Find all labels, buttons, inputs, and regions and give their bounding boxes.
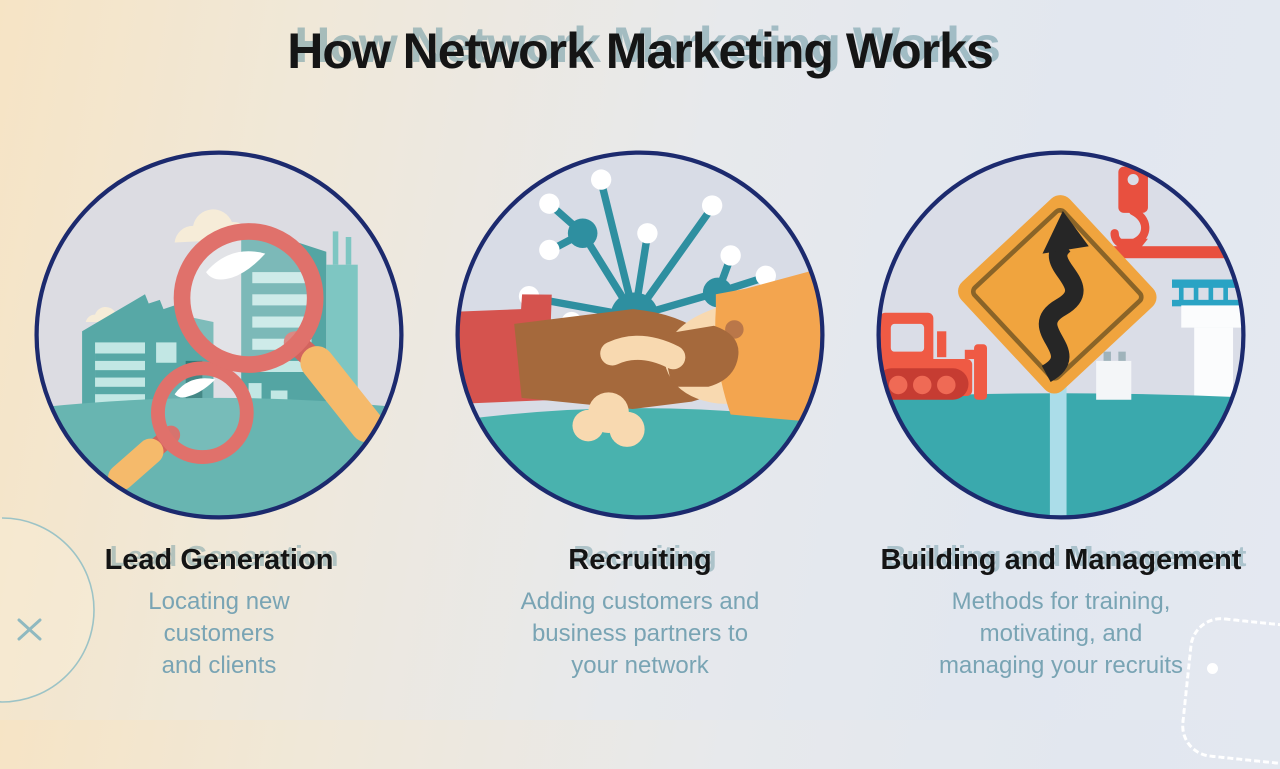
knuckles [572, 392, 645, 447]
columns-container: Lead Generation Locating new customers a… [0, 150, 1280, 682]
description-lead-generation: Locating new customers and clients [148, 588, 290, 679]
small-magnifier [108, 361, 254, 491]
big-magnifier [173, 223, 384, 443]
page-title: How Network Marketing Works [287, 23, 994, 79]
warehouse [82, 294, 214, 413]
circle-border [34, 150, 404, 520]
speech-bubble-outline [0, 517, 95, 703]
construction-roadsign-icon [876, 150, 1246, 520]
sign-pole [1049, 368, 1067, 518]
circle-border [876, 150, 1246, 520]
heading-building-management: Building and Management [880, 544, 1242, 576]
magnifier-city-icon [34, 150, 404, 520]
crane [1105, 152, 1244, 259]
description-recruiting: Adding customers and business partners t… [520, 588, 760, 679]
bulldozer [878, 312, 987, 400]
column-building-management: Building and Management Methods for trai… [851, 150, 1272, 682]
heading-recruiting: Recruiting [568, 544, 712, 576]
dashed-frame [1178, 614, 1280, 769]
circle-border [455, 150, 825, 520]
road-sign [958, 195, 1157, 394]
description-building-management: Methods for training, motivating, and ma… [938, 588, 1184, 679]
clasped-fingers [666, 325, 739, 387]
handshake-network-icon [455, 150, 825, 520]
winding-arrow [1038, 211, 1089, 382]
column-recruiting: Recruiting Adding customers and business… [430, 150, 851, 682]
column-lead-generation: Lead Generation Locating new customers a… [9, 150, 430, 682]
plug-block [1096, 351, 1132, 400]
x-mark-icon [17, 618, 42, 641]
heading-lead-generation: Lead Generation [104, 544, 334, 576]
thumb [600, 335, 686, 370]
white-dot [1207, 663, 1218, 674]
